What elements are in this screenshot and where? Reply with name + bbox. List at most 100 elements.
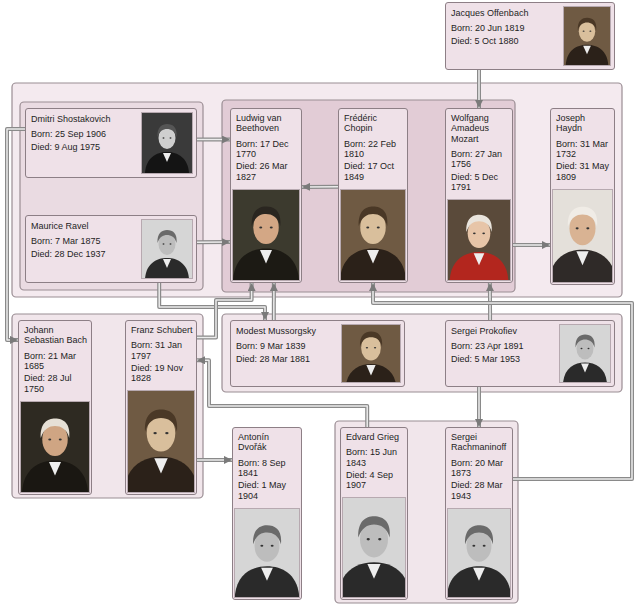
portrait <box>447 199 511 281</box>
portrait-eye <box>583 30 585 31</box>
portrait-figure <box>21 402 89 492</box>
composer-name: Antonín Dvořák <box>238 432 300 453</box>
influence-connector <box>373 283 632 479</box>
death-date: Died: 28 Mar 1943 <box>451 480 511 501</box>
portrait-ground <box>343 498 405 597</box>
portrait-coat <box>341 249 405 281</box>
text-column: Ludwig van BeethovenBorn: 17 Dec 1770Die… <box>236 113 300 184</box>
portrait-coat <box>128 457 194 492</box>
portrait-collar <box>163 259 171 268</box>
portrait <box>563 6 611 66</box>
portrait <box>20 401 90 493</box>
composer-name: Johann Sebastian Bach <box>24 325 90 346</box>
composer-name: Maurice Ravel <box>31 221 137 231</box>
portrait-hair <box>465 525 493 544</box>
composer-name: Frédéric Chopin <box>344 113 406 134</box>
portrait <box>341 324 401 383</box>
portrait-eye <box>170 137 172 138</box>
portrait-coat <box>563 363 607 383</box>
portrait-figure <box>560 325 610 382</box>
connector-core <box>478 387 480 427</box>
portrait-coat <box>145 258 189 278</box>
text-column: Franz SchubertBorn: 31 Jan 1797Died: 19 … <box>131 325 195 386</box>
composer-name: Franz Schubert <box>131 325 195 335</box>
connector-core <box>302 186 338 188</box>
portrait-collar <box>154 458 167 473</box>
portrait-eye <box>378 538 381 540</box>
portrait-collar <box>261 568 273 581</box>
birth-date: Born: 21 Mar 1685 <box>24 351 90 372</box>
connector-line <box>302 185 338 189</box>
portrait-eye <box>366 226 369 228</box>
portrait-coat <box>553 250 612 282</box>
portrait <box>447 508 511 598</box>
portrait-figure <box>553 190 612 282</box>
portrait-ground <box>128 391 194 492</box>
composer-box: Jacques OffenbachBorn: 20 Jun 1819Died: … <box>445 2 615 70</box>
text-column: Modest MussorgskyBorn: 9 Mar 1839Died: 2… <box>236 326 337 366</box>
portrait-eye <box>377 226 380 228</box>
portrait-coat <box>448 566 510 597</box>
portrait-collar <box>260 250 272 264</box>
portrait-ground <box>233 190 299 280</box>
death-date: Died: 31 May 1809 <box>556 161 613 182</box>
composer-box: Antonín DvořákBorn: 8 Sep 1841Died: 1 Ma… <box>232 427 302 600</box>
death-date: Died: 1 May 1904 <box>238 480 300 501</box>
composer-box: Sergei ProkofievBorn: 23 Apr 1891Died: 5… <box>445 320 615 387</box>
portrait-collar <box>367 564 380 579</box>
portrait-coat <box>233 249 299 281</box>
composer-box: Maurice RavelBorn: 7 Mar 1875Died: 28 De… <box>25 215 197 283</box>
group-panel <box>12 314 203 498</box>
death-date: Died: 17 Oct 1849 <box>344 161 406 182</box>
portrait-hair <box>358 516 390 537</box>
composer-box: Frédéric ChopinBorn: 22 Feb 1810Died: 17… <box>338 108 408 283</box>
portrait-hair <box>157 124 176 137</box>
portrait-figure <box>142 220 192 278</box>
birth-date: Born: 22 Feb 1810 <box>344 139 406 160</box>
portrait-hair <box>145 410 177 432</box>
portrait <box>141 219 193 279</box>
composer-name: Modest Mussorgsky <box>236 326 337 336</box>
portrait-figure <box>341 190 405 280</box>
text-column: Joseph HaydnBorn: 31 Mar 1732Died: 31 Ma… <box>556 113 613 184</box>
death-date: Died: 28 Dec 1937 <box>31 249 137 259</box>
portrait-hair <box>41 419 70 439</box>
composer-box: Modest MussorgskyBorn: 9 Mar 1839Died: 2… <box>230 320 405 387</box>
connector-line <box>373 283 632 479</box>
influence-connector <box>197 459 232 460</box>
death-date: Died: 28 Jul 1750 <box>24 373 90 394</box>
group-panel <box>20 102 203 290</box>
portrait-hair <box>568 207 597 227</box>
portrait-collar <box>581 364 589 373</box>
connector-line <box>197 458 232 462</box>
birth-date: Born: 27 Jan 1756 <box>451 149 511 170</box>
composer-name: Ludwig van Beethoven <box>236 113 300 134</box>
death-date: Died: 9 Aug 1975 <box>31 142 137 152</box>
connector-line <box>7 129 25 340</box>
portrait-eye <box>48 438 51 440</box>
portrait <box>232 189 300 281</box>
portrait-figure <box>343 498 405 597</box>
birth-date: Born: 15 Jun 1843 <box>346 447 406 468</box>
connector-line <box>513 243 550 247</box>
connector-line <box>197 240 230 244</box>
portrait-figure <box>342 325 400 382</box>
portrait <box>342 497 406 598</box>
portrait-figure <box>142 113 192 173</box>
group-panel <box>222 100 515 292</box>
group-panel <box>12 83 622 297</box>
portrait-eye <box>271 545 274 547</box>
death-date: Died: 4 Sep 1907 <box>346 470 406 491</box>
connector-line <box>197 138 230 142</box>
portrait-eye <box>170 243 172 244</box>
text-column: Johann Sebastian BachBorn: 21 Mar 1685Di… <box>24 325 90 396</box>
portrait-coat <box>22 461 88 493</box>
portrait-collar <box>367 250 379 264</box>
death-date: Died: 26 Mar 1827 <box>236 161 300 182</box>
connector-core <box>273 283 275 320</box>
portrait-eye <box>366 347 368 349</box>
portrait-coat <box>345 364 396 382</box>
influence-connector <box>197 139 230 140</box>
death-date: Died: 5 Oct 1880 <box>451 36 559 46</box>
portrait <box>127 390 195 493</box>
